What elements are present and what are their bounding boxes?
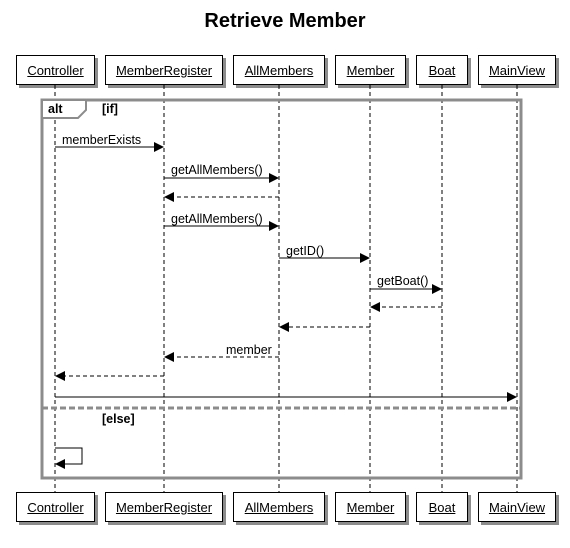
message-label-getid: getID() xyxy=(286,244,324,258)
else-guard: [else] xyxy=(102,412,135,426)
participant-boat-bottom: Boat xyxy=(416,492,468,522)
if-guard: [if] xyxy=(102,102,118,116)
participant-controller-bottom: Controller xyxy=(16,492,95,522)
alt-operator-tab xyxy=(41,99,87,119)
participant-allmembers-top: AllMembers xyxy=(233,55,325,85)
diagram-title: Retrieve Member xyxy=(204,10,366,32)
self-message-controller xyxy=(55,447,83,469)
participant-mainview-top: MainView xyxy=(478,55,556,85)
participant-member-top: Member xyxy=(335,55,406,85)
participant-memberregister-bottom: MemberRegister xyxy=(105,492,223,522)
participant-memberregister-top: MemberRegister xyxy=(105,55,223,85)
message-label-getallmembers-1: getAllMembers() xyxy=(171,163,263,177)
message-label-getboat: getBoat() xyxy=(377,274,428,288)
participant-mainview-bottom: MainView xyxy=(478,492,556,522)
participant-member-bottom: Member xyxy=(335,492,406,522)
participant-controller-top: Controller xyxy=(16,55,95,85)
message-label-getallmembers-2: getAllMembers() xyxy=(171,212,263,226)
message-label-memberexists: memberExists xyxy=(62,133,141,147)
participant-boat-top: Boat xyxy=(416,55,468,85)
return-label-member: member xyxy=(226,343,272,357)
alt-fragment xyxy=(40,98,523,480)
alt-operator-label: alt xyxy=(48,102,63,116)
participant-allmembers-bottom: AllMembers xyxy=(233,492,325,522)
